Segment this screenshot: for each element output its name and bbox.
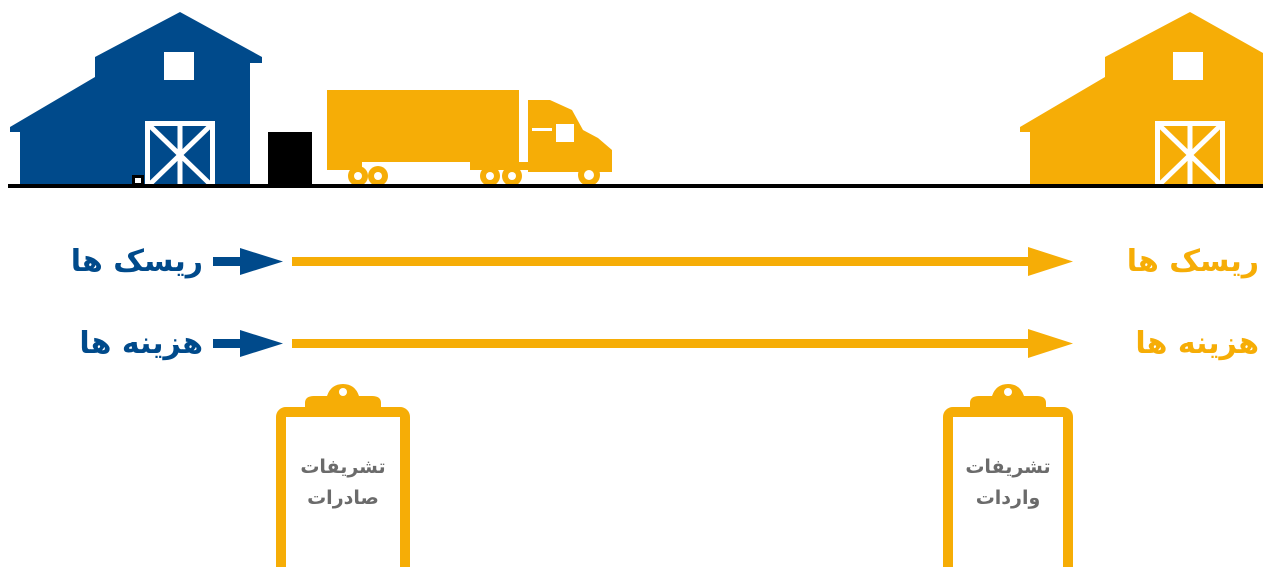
destination-warehouse-icon xyxy=(1020,12,1263,186)
truck-icon xyxy=(327,90,612,186)
export-clearance-line1: تشریفات xyxy=(291,452,395,483)
import-clearance-line1: تشریفات xyxy=(956,452,1060,483)
import-clearance-text: تشریفات واردات xyxy=(956,452,1060,514)
export-clearance-line2: صادرات xyxy=(291,483,395,514)
origin-warehouse-icon xyxy=(10,12,262,186)
export-clearance-text: تشریفات صادرات xyxy=(291,452,395,514)
risks-long-arrow xyxy=(292,247,1073,276)
destination-risks-label: ریسک ها xyxy=(1083,244,1259,280)
origin-risks-label: ریسک ها xyxy=(28,244,203,280)
origin-costs-label: هزینه ها xyxy=(28,326,203,362)
destination-costs-label: هزینه ها xyxy=(1083,326,1259,362)
costs-small-arrow xyxy=(213,330,283,357)
costs-long-arrow xyxy=(292,329,1073,358)
ground-line xyxy=(8,184,1263,188)
risks-small-arrow xyxy=(213,248,283,275)
import-clearance-line2: واردات xyxy=(956,483,1060,514)
container-icon xyxy=(268,132,312,186)
